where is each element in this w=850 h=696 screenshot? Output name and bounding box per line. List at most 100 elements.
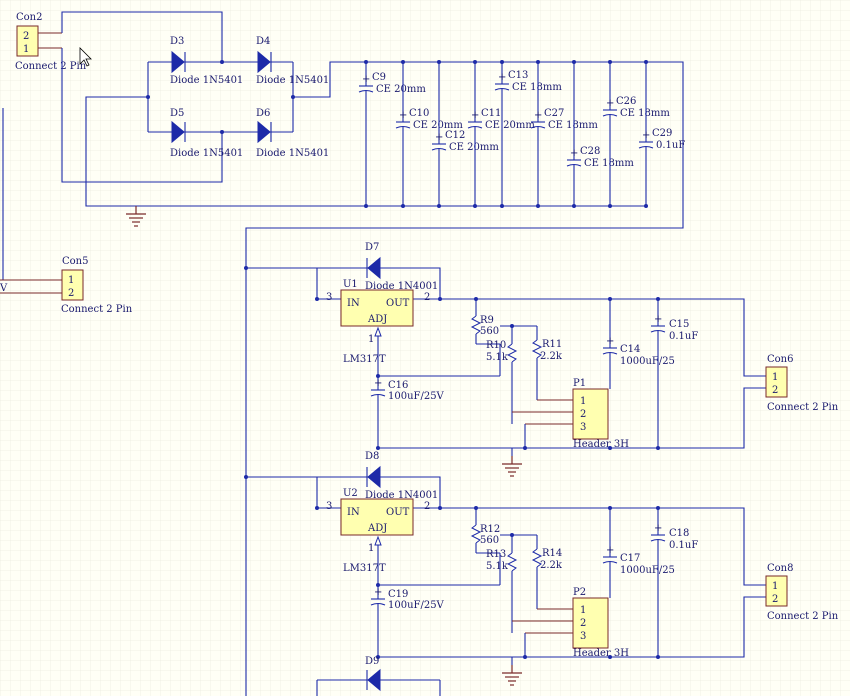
cap-ref: C14 <box>620 344 640 355</box>
connector-name: Connect 2 Pin <box>767 611 839 622</box>
cap-value: CE 18mm <box>512 82 562 93</box>
cap-value: CE 20mm <box>485 120 535 131</box>
res-value: 560 <box>480 535 499 546</box>
header-ref: P1 <box>573 378 586 389</box>
ic-pin-out: OUT <box>386 298 410 309</box>
connector-pin: 2 <box>772 385 778 396</box>
con5-name: Connect 2 Pin <box>61 304 133 315</box>
polarity-plus-icon: + <box>399 110 407 121</box>
diode-name: Diode 1N4001 <box>365 281 438 292</box>
cap-ref: C19 <box>388 589 408 600</box>
cap-value: 100uF/25V <box>388 391 445 402</box>
bridge-rectifier: Con2 2 1 Connect 2 Pin D3 Diode 1N5401 <box>15 11 684 696</box>
res-ref: R10 <box>486 340 506 351</box>
d5-ref: D5 <box>170 108 184 119</box>
ground-symbol <box>502 665 522 686</box>
con5-ref: Con5 <box>62 256 88 267</box>
cap-value: 0.1uF <box>669 331 698 342</box>
connector-con2[interactable]: Con2 2 1 Connect 2 Pin <box>15 12 87 72</box>
polarity-plus-icon: + <box>498 72 506 83</box>
diode-d6[interactable]: D6 Diode 1N5401 <box>256 108 329 159</box>
ic-num-in: 3 <box>326 292 332 303</box>
cap-ref: C17 <box>620 553 640 564</box>
con2-body <box>16 25 39 57</box>
con2-pin-b: 1 <box>23 44 29 55</box>
diode-ref: D7 <box>365 242 379 253</box>
connector-con5[interactable]: V Con5 1 2 Connect 2 Pin <box>0 108 133 315</box>
ic-pin-in: IN <box>347 507 360 518</box>
con5-body <box>61 269 84 301</box>
header-pin: 2 <box>580 409 586 420</box>
diode-name: Diode 1N4001 <box>365 490 438 501</box>
cap-ref: C27 <box>544 108 564 119</box>
ic-pin-in: IN <box>347 298 360 309</box>
diode-d4[interactable]: D4 Diode 1N5401 <box>256 36 329 86</box>
ic-num-adj: 1 <box>368 334 374 345</box>
d3-name: Diode 1N5401 <box>170 75 243 86</box>
ground-symbol <box>502 456 522 477</box>
cap-ref: C11 <box>481 108 501 119</box>
con2-pin-a: 2 <box>23 31 29 42</box>
cap-ref: C16 <box>388 380 408 391</box>
header-ref: P2 <box>573 587 586 598</box>
connector-ref: Con6 <box>767 354 793 365</box>
cap-value: CE 18mm <box>620 108 670 119</box>
polarity-plus-icon: + <box>642 130 650 141</box>
polarity-plus-icon: + <box>374 587 382 598</box>
diode-d3[interactable]: D3 Diode 1N5401 <box>170 36 243 86</box>
header-name: Header 3H <box>573 439 629 450</box>
cap-ref: C12 <box>445 130 465 141</box>
res-ref: R12 <box>480 524 500 535</box>
header-pin: 1 <box>580 396 586 407</box>
ic-num-out: 2 <box>424 501 430 512</box>
diode-d5[interactable]: D5 Diode 1N5401 <box>170 108 243 159</box>
connector-name: Connect 2 Pin <box>767 402 839 413</box>
mouse-cursor-icon <box>79 47 92 67</box>
res-ref: R9 <box>480 315 494 326</box>
d4-ref: D4 <box>256 36 270 47</box>
res-ref: R14 <box>542 548 562 559</box>
d5-name: Diode 1N5401 <box>170 148 243 159</box>
polarity-plus-icon: + <box>606 336 614 347</box>
cap-ref: C15 <box>669 319 689 330</box>
ic-pin-adj: ADJ <box>367 314 387 325</box>
diode-ref: D8 <box>365 451 379 462</box>
d4-name: Diode 1N5401 <box>256 75 329 86</box>
polarity-plus-icon: + <box>606 98 614 109</box>
